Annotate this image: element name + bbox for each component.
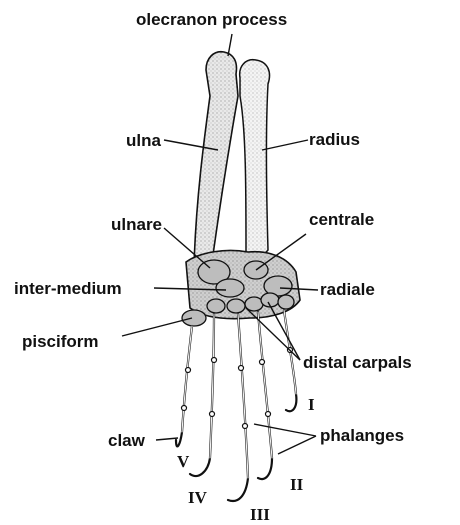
label-ulnare: ulnare xyxy=(111,215,162,234)
carpal-intermedium xyxy=(216,279,244,297)
digit-label-v: V xyxy=(177,452,190,471)
label-radiale: radiale xyxy=(320,280,375,299)
digit-v xyxy=(176,326,192,446)
digit-iv xyxy=(190,314,217,476)
leader-pisiform xyxy=(122,318,192,336)
label-claw: claw xyxy=(108,431,146,450)
carpal-pisiform xyxy=(182,310,206,326)
ulna-bone xyxy=(194,52,238,268)
digit-ii xyxy=(258,312,272,479)
label-olecranon-process: olecranon process xyxy=(136,10,287,29)
leader-radius xyxy=(262,140,308,150)
label-pisciform: pisciform xyxy=(22,332,99,351)
leader-claw xyxy=(156,438,178,440)
digit-label-ii: II xyxy=(290,475,304,494)
digit-label-i: I xyxy=(308,395,315,414)
leader-olecranon xyxy=(228,34,232,56)
label-ulna: ulna xyxy=(126,131,161,150)
digit-label-iv: IV xyxy=(188,488,208,507)
digit-iii xyxy=(228,314,248,501)
digit-label-iii: III xyxy=(250,505,270,524)
leader-phalanges-1 xyxy=(254,424,316,436)
label-inter-medium: inter-medium xyxy=(14,279,122,298)
digit-i xyxy=(284,310,296,411)
radius-bone xyxy=(240,60,270,257)
label-centrale: centrale xyxy=(309,210,374,229)
label-radius: radius xyxy=(309,130,360,149)
leader-phalanges-2 xyxy=(278,436,316,454)
label-phalanges: phalanges xyxy=(320,426,404,445)
label-distal-carpals: distal carpals xyxy=(303,353,412,372)
